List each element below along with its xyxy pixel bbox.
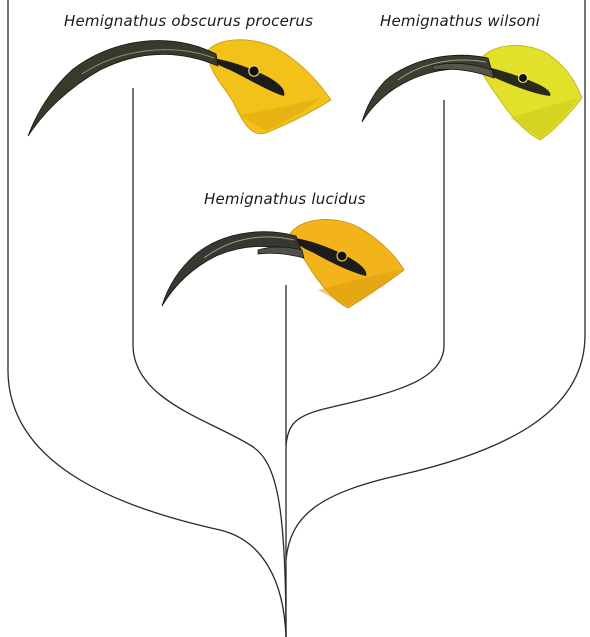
bird-head-lucidus — [162, 219, 404, 308]
species-label-wilsoni: Hemignathus wilsoni — [380, 12, 540, 30]
head-procerus-eye — [249, 66, 259, 76]
species-label-lucidus: Hemignathus lucidus — [204, 190, 366, 208]
beak-lucidus-lower — [258, 247, 304, 258]
bird-head-procerus — [28, 40, 331, 136]
bird-head-wilsoni — [362, 45, 582, 140]
branch-procerus — [133, 88, 286, 637]
head-wilsoni-eye — [519, 74, 528, 83]
head-lucidus-eye — [337, 251, 347, 261]
species-label-procerus: Hemignathus obscurus procerus — [64, 12, 313, 30]
